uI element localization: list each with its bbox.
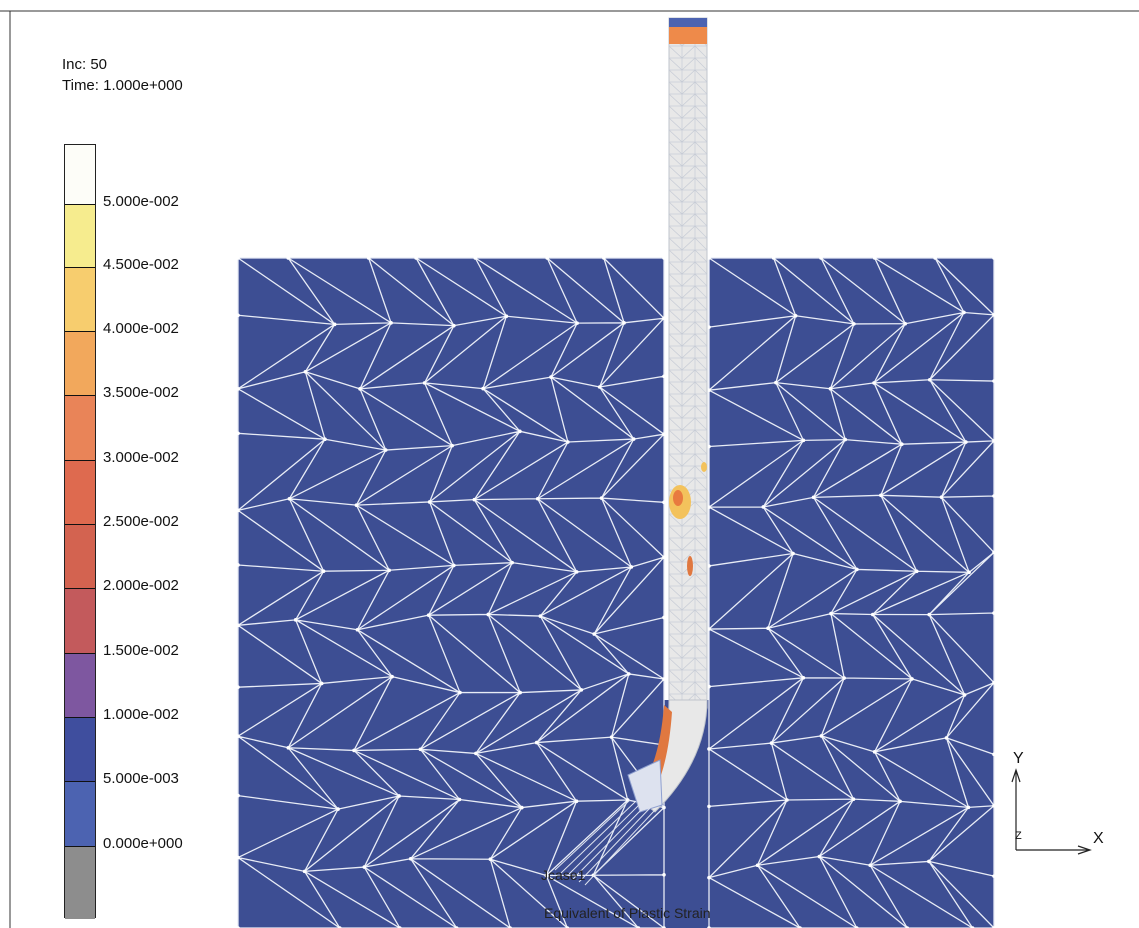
color-legend-bar	[64, 144, 96, 919]
legend-tick-label: 5.000e-003	[103, 770, 179, 787]
legend-band	[65, 588, 95, 653]
strain-hotspot-side	[701, 462, 707, 472]
legend-tick-mark	[65, 267, 95, 268]
wire-top-cap-blue	[669, 18, 707, 27]
legend-tick-label: 4.000e-002	[103, 320, 179, 337]
axis-y-label: Y	[1013, 750, 1024, 767]
triad-x-arrowhead	[1077, 845, 1092, 855]
legend-band	[65, 145, 95, 204]
legend-band	[65, 204, 95, 267]
legend-tick-mark	[65, 717, 95, 718]
strain-hotspot-upper-core	[673, 490, 683, 506]
mesh-right	[707, 256, 996, 928]
time-label: Time: 1.000e+000	[62, 77, 183, 94]
legend-tick-mark	[65, 395, 95, 396]
legend-band	[65, 846, 95, 919]
wire-tip-fan	[554, 799, 656, 886]
legend-tick-label: 2.500e-002	[103, 513, 179, 530]
mesh-left	[236, 256, 666, 928]
legend-tick-mark	[65, 460, 95, 461]
strain-hotspot-mid	[687, 556, 693, 576]
axis-x-label: X	[1093, 830, 1104, 847]
legend-band	[65, 460, 95, 524]
legend-band	[65, 717, 95, 781]
result-variable-label: Equivalent of Plastic Strain	[544, 905, 711, 921]
legend-tick-label: 1.500e-002	[103, 642, 179, 659]
legend-tick-label: 5.000e-002	[103, 193, 179, 210]
legend-tick-mark	[65, 331, 95, 332]
legend-tick-mark	[65, 204, 95, 205]
wire-body	[668, 17, 708, 709]
legend-tick-label: 0.000e+000	[103, 835, 183, 852]
axis-z-label: Z	[1015, 830, 1022, 842]
wire-tip-mesh	[627, 759, 663, 813]
legend-tick-mark	[65, 781, 95, 782]
legend-tick-label: 4.500e-002	[103, 256, 179, 273]
legend-tick-mark	[65, 588, 95, 589]
job-name-label: Jcase1	[541, 867, 586, 883]
legend-band	[65, 524, 95, 588]
legend-band	[65, 267, 95, 331]
legend-tick-mark	[65, 653, 95, 654]
legend-band	[65, 331, 95, 395]
triad-y-arrowhead	[1011, 768, 1021, 783]
legend-tick-label: 3.000e-002	[103, 449, 179, 466]
legend-tick-label: 1.000e-002	[103, 706, 179, 723]
legend-band	[65, 395, 95, 460]
legend-tick-mark	[65, 524, 95, 525]
legend-band	[65, 653, 95, 717]
increment-label: Inc: 50	[62, 56, 108, 73]
legend-tick-label: 3.500e-002	[103, 384, 179, 401]
legend-band	[65, 781, 95, 846]
legend-tick-mark	[65, 846, 95, 847]
legend-tick-label: 2.000e-002	[103, 577, 179, 594]
